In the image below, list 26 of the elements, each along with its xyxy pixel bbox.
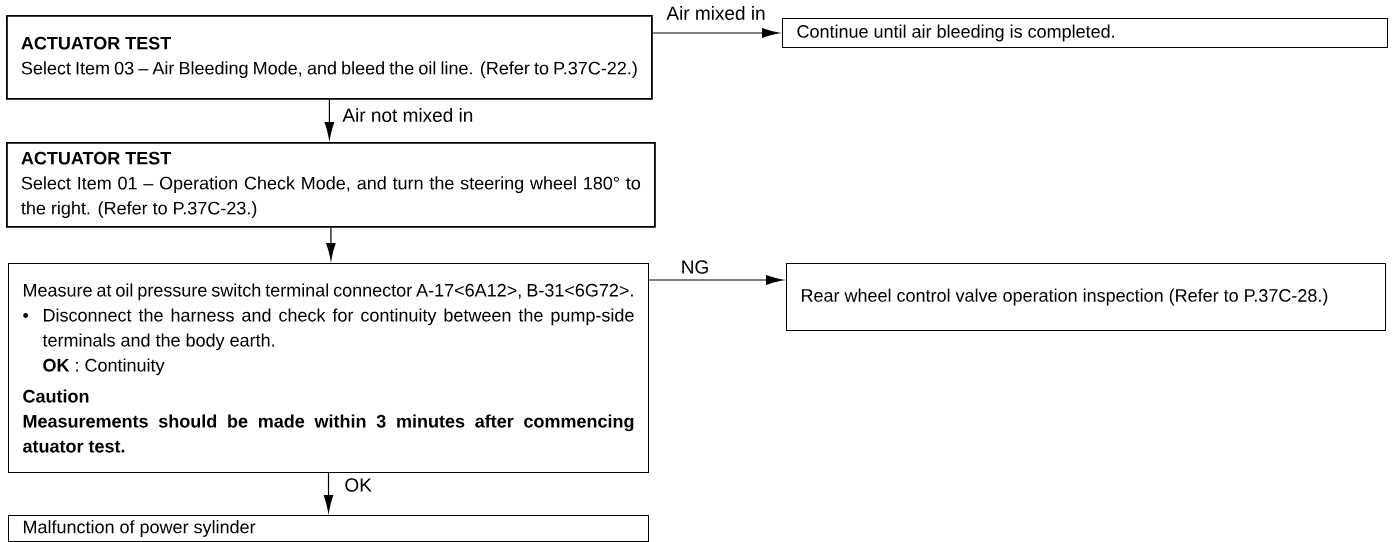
step-text: Select Item 03 – Air Bleeding Mode, and bleed the oil line. (Refer to P.37C-22.) (21, 61, 637, 79)
process-box (6, 142, 656, 228)
heading: ACTUATOR TEST (21, 151, 171, 165)
step-text: Measure at oil pressure switch terminal connector A-17<6A12>, B-31<6G72>. (24, 283, 633, 301)
process-box (786, 263, 1386, 331)
caution-text: Caution (23, 389, 89, 403)
process-box (8, 263, 649, 473)
edge-label: Air not mixed in (340, 106, 476, 124)
edge-label: OK (342, 476, 374, 494)
arrow (648, 275, 783, 285)
step-text: Select Item 01 – Operation Check Mode, and turn the steering wheel 180° to the right. (Refer to P.37C-23.) (21, 176, 641, 219)
process-box (8, 515, 649, 542)
arrow (326, 227, 336, 260)
heading: ACTUATOR TEST (21, 36, 171, 50)
bullet-mark: • (23, 313, 29, 318)
edge-label: Air mixed in (664, 4, 768, 22)
arrow (652, 28, 779, 38)
edge-label: NG (678, 258, 712, 276)
step-text: Rear wheel control valve operation inspection (Refer to P.37C-28.) (802, 288, 1328, 306)
process-box (782, 18, 1388, 48)
step-text: Malfunction of power sylinder (24, 520, 256, 537)
caution-text: Measurements should be made within 3 minutes after commencing atuator test. (23, 414, 634, 453)
result-text: OK : Continuity (43, 358, 165, 376)
process-box (6, 15, 653, 100)
step-text: Continue until air bleeding is completed. (797, 24, 1114, 42)
bullet-text: Disconnect the harness and check for continuity between the pump-side terminals and the body earth. (42, 308, 634, 351)
